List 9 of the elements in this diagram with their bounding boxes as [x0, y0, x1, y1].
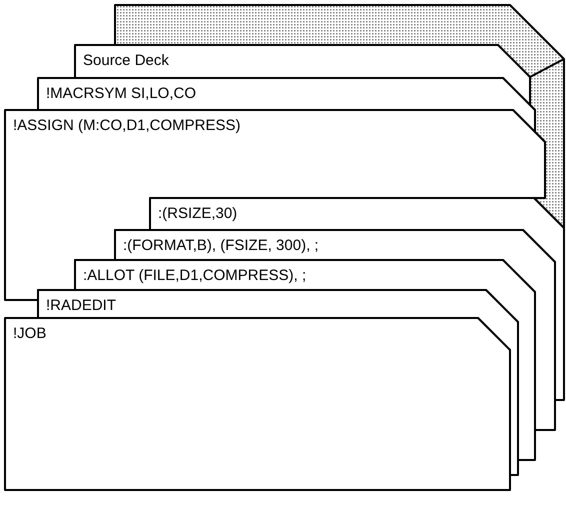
- card-text: !RADEDIT: [46, 297, 116, 314]
- card-text: Source Deck: [83, 52, 169, 69]
- card-text: !MACRSYM SI,LO,CO: [46, 85, 196, 102]
- card-text: :(FORMAT,B), (FSIZE, 300), ;: [123, 237, 319, 254]
- card-text: !ASSIGN (M:CO,D1,COMPRESS): [13, 117, 241, 134]
- card-text: :ALLOT (FILE,D1,COMPRESS), ;: [83, 267, 306, 284]
- card-text: :(RSIZE,30): [158, 205, 238, 222]
- punch-card: [4, 317, 511, 491]
- card-text: !JOB: [13, 325, 46, 342]
